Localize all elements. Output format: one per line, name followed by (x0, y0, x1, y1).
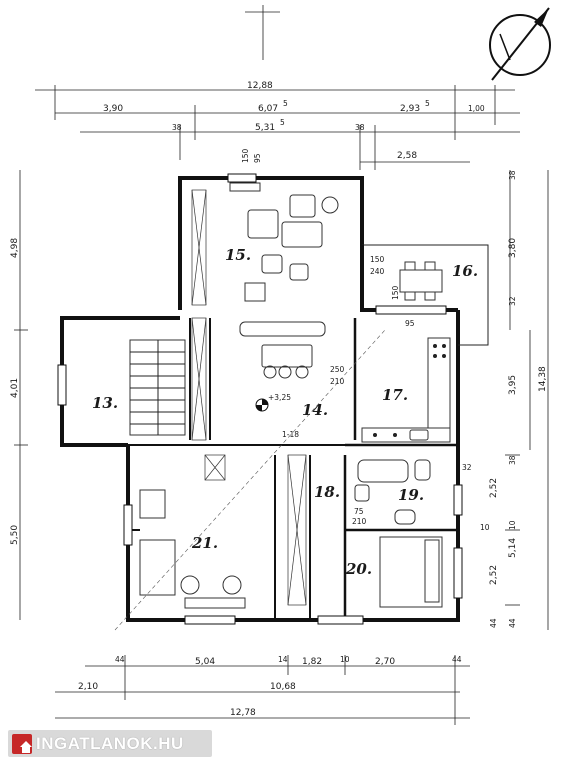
room-14-label: 14. (302, 401, 328, 419)
bath-a: 75 (354, 507, 364, 516)
door17-a: 250 (330, 365, 345, 374)
dim-bottom-d4: 1,82 (302, 657, 322, 667)
dim-right-b9: 2,52 (489, 565, 499, 585)
dim-right-b1: 38 (508, 170, 517, 180)
bath-b: 210 (352, 517, 367, 526)
bathroom-fixtures (354, 459, 431, 525)
room-17-label: 17. (382, 386, 408, 404)
windows (57, 173, 463, 625)
win15-top: 150 (241, 148, 250, 163)
win15-bot: 95 (253, 153, 262, 163)
small-a: 32 (462, 463, 472, 472)
dim-sub2: 5,31 (255, 123, 275, 133)
room-21-furniture (139, 489, 246, 609)
construction-line (114, 329, 386, 631)
dim-seg4: 1,00 (468, 104, 485, 113)
dim-bottom-d3: 14 (278, 655, 288, 664)
room-13-label: 13. (92, 394, 118, 412)
dim-bottom-f1: 12,78 (230, 708, 256, 718)
dim-bottom-d6: 2,70 (375, 657, 395, 667)
room-18-label: 18. (314, 483, 340, 501)
house-icon (12, 734, 32, 754)
room-15-label: 15. (225, 246, 251, 264)
dim-sub1: 38 (172, 123, 182, 132)
dim-bottom-e1: 2,10 (78, 682, 98, 692)
win16: 150 (391, 285, 400, 300)
room-20-label: 20. (345, 560, 372, 578)
door16-b: 240 (370, 267, 385, 276)
dim-left-a1: 4,98 (10, 238, 20, 258)
dim-right-b2: 3,80 (508, 238, 518, 258)
right-dimensions: 38 3,80 32 3,95 14,38 2,52 10 5,14 2,52 … (489, 170, 549, 630)
logo-text: INGATLANOK.HU (36, 734, 184, 753)
dim-bottom-e2: 10,68 (270, 682, 296, 692)
dim-bottom-d2: 5,04 (195, 657, 215, 667)
dim-right-b12: 38 (508, 455, 517, 465)
dim-seg1: 3,90 (103, 104, 123, 114)
wardrobe-units (191, 189, 307, 606)
dim-sub4: 2,58 (397, 151, 417, 161)
dim-left-a3: 5,50 (10, 525, 20, 545)
dim-right-b3: 32 (508, 296, 517, 306)
staircase (129, 339, 186, 436)
level-marker: +3,25 (255, 393, 291, 412)
room-21-label: 21. (191, 534, 218, 552)
left-dimensions: 4,98 4,01 5,50 (10, 170, 28, 620)
dim-sub3: 38 (355, 123, 365, 132)
door17-b: 210 (330, 377, 345, 386)
dim-right-b11: 44 (508, 618, 517, 628)
dim-right-b4: 3,95 (508, 375, 518, 395)
balcony-furniture (399, 261, 443, 301)
north-arrow-icon (489, 7, 551, 81)
door16-a: 150 (370, 255, 385, 264)
room-19-label: 19. (398, 486, 424, 504)
dim-bottom-d5: 10 (340, 655, 350, 664)
dim-seg3: 2,93 (400, 104, 420, 114)
dining-table (239, 321, 326, 379)
win16b: 95 (405, 319, 415, 328)
dim-bottom-d1: 44 (115, 655, 125, 664)
dim-total-width: 12,88 (247, 81, 273, 91)
room-16-label: 16. (452, 262, 478, 280)
axis-mark (245, 5, 280, 60)
dim-seg2-sup: 5 (283, 99, 288, 108)
dim-right-b8: 5,14 (508, 538, 518, 558)
dim-right-b10: 44 (489, 618, 498, 628)
dim-right-b7: 10 (508, 520, 517, 530)
dim-right-b6: 2,52 (489, 478, 499, 498)
interior-walls (128, 318, 458, 620)
dim-right-b5: 14,38 (538, 366, 548, 392)
small-b: 10 (480, 523, 490, 532)
stair-label: 1-18 (282, 430, 299, 439)
kitchen-counter (361, 337, 451, 443)
living-room-furniture (229, 182, 339, 302)
dim-sub2-sup: 5 (280, 118, 285, 127)
dim-seg2: 6,07 (258, 104, 278, 114)
dim-left-a2: 4,01 (10, 378, 20, 398)
site-logo[interactable]: INGATLANOK.HU (8, 730, 212, 757)
dim-bottom-d7: 44 (452, 655, 462, 664)
level-value: +3,25 (268, 393, 291, 402)
dim-seg3-sup: 5 (425, 99, 430, 108)
top-dimensions: 12,88 3,90 6,07 5 2,93 5 1,00 38 5,31 5 … (35, 81, 520, 170)
bottom-dimensions: 44 5,04 14 1,82 10 2,70 44 2,10 10,68 12… (55, 655, 470, 725)
bed-room-20 (379, 536, 443, 608)
